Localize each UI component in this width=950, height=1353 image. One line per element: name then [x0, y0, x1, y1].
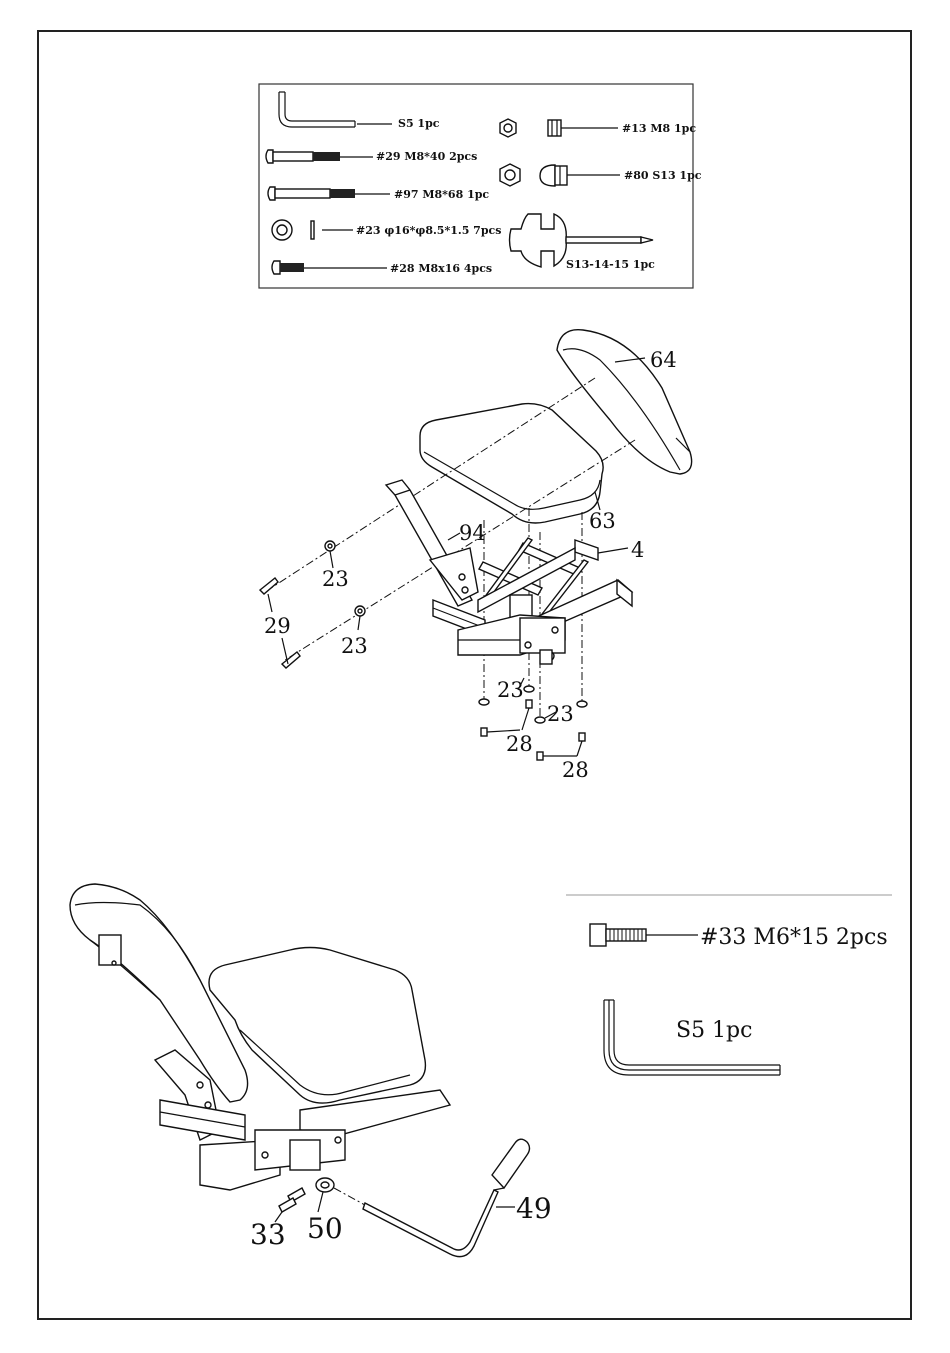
part-label-28-a: 28 [506, 732, 533, 756]
knob-50 [316, 1178, 334, 1192]
part-label-23-c: 23 [497, 678, 524, 702]
part-label-94: 94 [459, 521, 486, 545]
part-label-23-a: 23 [322, 567, 349, 591]
hw-label-13: #13 M8 1pc [622, 122, 696, 135]
part-label-64: 64 [650, 348, 677, 372]
washer-icon [325, 541, 335, 551]
hw-label-97: #97 M8*68 1pc [394, 188, 489, 201]
part-label-49: 49 [516, 1192, 552, 1225]
bolt-icon [268, 187, 390, 200]
bolt-icon [590, 924, 698, 946]
handle-49 [363, 1139, 530, 1256]
hw-label-23: #23 φ16*φ8.5*1.5 7pcs [356, 224, 501, 237]
hw-label-80: #80 S13 1pc [624, 169, 702, 182]
hw-label-33: #33 M6*15 2pcs [700, 925, 888, 950]
cap-nut-icon [500, 164, 620, 186]
washer-icon [355, 606, 365, 616]
bolt-icon [272, 261, 387, 274]
hardware-box: S5 1pc #29 M8*40 2pcs #97 M8*68 1pc #23 … [259, 84, 702, 288]
part-label-29: 29 [264, 614, 291, 638]
hw-label-wrench: S13-14-15 1pc [566, 258, 655, 271]
part-label-50: 50 [307, 1212, 343, 1245]
bottom-seat-assembly: 50 33 49 [70, 884, 552, 1257]
part-label-23-d: 23 [547, 702, 574, 726]
hw-label-s5: S5 1pc [398, 117, 440, 130]
bolt-icon [279, 1188, 305, 1212]
top-seat-assembly: 64 63 4 [260, 330, 692, 782]
hardware-right: #33 M6*15 2pcs S5 1pc [566, 895, 892, 1075]
part-label-23-b: 23 [341, 634, 368, 658]
part-label-28-b: 28 [562, 758, 589, 782]
part-label-33: 33 [250, 1218, 286, 1251]
allen-key-icon [279, 92, 392, 127]
part-label-4: 4 [631, 538, 644, 562]
seat-pad [420, 404, 603, 523]
washer-icon [272, 220, 353, 240]
hw-label-s5-large: S5 1pc [676, 1018, 752, 1043]
bolt-icon [266, 150, 373, 163]
hw-label-28: #28 M8x16 4pcs [390, 262, 492, 275]
nut-icon [500, 119, 618, 137]
part-label-63: 63 [589, 509, 616, 533]
hw-label-29: #29 M8*40 2pcs [376, 150, 477, 163]
